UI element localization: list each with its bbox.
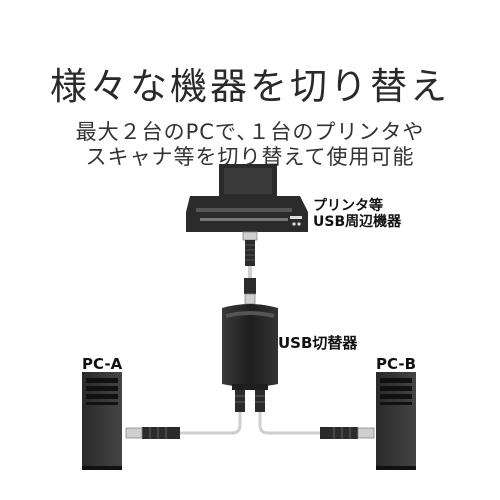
pc-b-usb-plug: [320, 427, 375, 439]
printer-label: プリンタ等 USB周辺機器: [313, 198, 401, 230]
headline: 様々な機器を切り替え: [50, 65, 450, 108]
pc-a-usb-plug: [125, 427, 180, 439]
pc-b-label: PC-B: [376, 355, 417, 373]
printer-usb-cable: [242, 231, 258, 305]
printer-label-line-2: USB周辺機器: [313, 214, 402, 230]
printer-label-line-1: プリンタ等: [313, 198, 383, 214]
switch-label: USB切替器: [278, 334, 358, 352]
pc-a-label: PC-A: [82, 355, 123, 373]
switch-output-cables: [180, 390, 320, 435]
subtitle-line-1: 最大２台のPCで､１台のプリンタや: [75, 120, 425, 144]
printer-icon: [186, 164, 308, 232]
usb-switch-icon: [222, 304, 278, 390]
pc-b-tower-icon: [376, 372, 416, 470]
pc-a-tower-icon: [82, 372, 122, 470]
